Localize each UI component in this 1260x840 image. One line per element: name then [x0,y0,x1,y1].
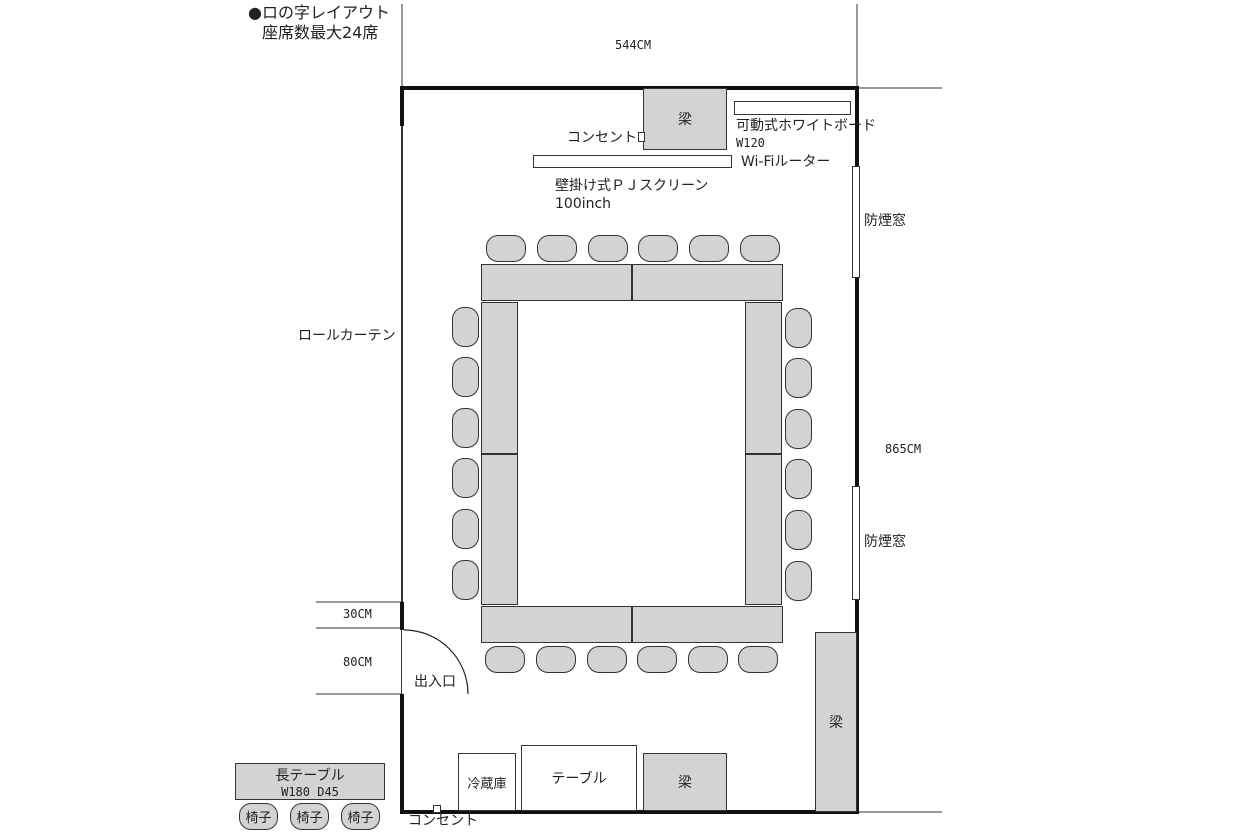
width-dimension: 544CM [615,38,652,52]
chair [689,235,729,262]
outlet-bottom-icon [433,805,441,813]
fridge-label: 冷蔵庫 [467,776,507,792]
beam-bottom: 梁 [643,753,727,811]
chair [485,646,525,673]
chair [688,646,728,673]
seat-count: 座席数最大24席 [262,23,379,42]
legend-chair-label: 椅子 [296,811,323,826]
chair [740,235,780,262]
chair [638,235,678,262]
chair [537,235,577,262]
wall-left-top [400,86,404,126]
entrance-label: 出入口 [414,674,456,690]
beam-label: 梁 [829,715,843,731]
legend-long-table-size: W180 D45 [281,784,339,799]
table-top-left [481,264,632,301]
legend-chair: 椅子 [341,803,380,830]
smoke-window-2 [852,486,860,600]
chair [785,459,812,499]
chair [785,358,812,398]
legend-long-table-label: 長テーブル [275,767,345,784]
outlet-top-label: コンセント [567,130,637,146]
table-bottom-left [481,606,632,643]
chair [452,307,479,347]
gap-dimension: 30CM [343,607,372,621]
outlet-top-icon [638,132,645,142]
door-leaf [401,630,402,694]
chair [452,560,479,600]
beam-label: 梁 [678,775,692,791]
table-left-upper [481,302,518,454]
roll-curtain-line [401,126,403,602]
pj-screen-size: 100inch [555,196,612,212]
chair [587,646,627,673]
chair [637,646,677,673]
smoke-window-1-label: 防煙窓 [864,213,906,229]
whiteboard [734,101,851,115]
roll-curtain-label: ロールカーテン [298,328,396,344]
wall-left-bottom [400,694,404,814]
legend-chair: 椅子 [290,803,329,830]
table-left-lower [481,454,518,605]
chair [452,357,479,397]
chair [536,646,576,673]
table-right-upper [745,302,782,454]
chair [452,408,479,448]
layout-title: ●ロの字レイアウト [248,3,390,22]
wifi-router-label: Wi-Fiルーター [741,154,831,170]
wall-right [855,86,859,814]
legend-chair: 椅子 [239,803,278,830]
chair [785,510,812,550]
wall-top [400,86,859,90]
wall-bottom [400,810,859,814]
side-table: テーブル [521,745,637,811]
outlet-bottom-label: コンセント [408,813,478,829]
smoke-window-1 [852,166,860,278]
table-bottom-right [632,606,783,643]
chair [785,308,812,348]
chair [785,409,812,449]
chair [486,235,526,262]
whiteboard-size: W120 [736,136,765,150]
pj-screen [533,155,732,168]
pj-screen-label: 壁掛け式ＰＪスクリーン [555,178,709,194]
chair [452,458,479,498]
legend-chair-label: 椅子 [347,811,374,826]
table-right-lower [745,454,782,605]
legend-chair-label: 椅子 [245,811,272,826]
smoke-window-2-label: 防煙窓 [864,534,906,550]
door-dimension: 80CM [343,655,372,669]
beam-label: 梁 [678,112,692,128]
fridge: 冷蔵庫 [458,753,516,811]
height-dimension: 865CM [885,442,922,456]
beam-right: 梁 [815,632,857,812]
table-top-right [632,264,783,301]
chair [588,235,628,262]
chair [452,509,479,549]
chair [785,561,812,601]
beam-top: 梁 [643,88,727,150]
chair [738,646,778,673]
side-table-label: テーブル [551,771,607,787]
whiteboard-label: 可動式ホワイトボード [736,118,876,134]
legend-long-table: 長テーブル W180 D45 [235,763,385,800]
wall-left-mid [400,602,404,630]
